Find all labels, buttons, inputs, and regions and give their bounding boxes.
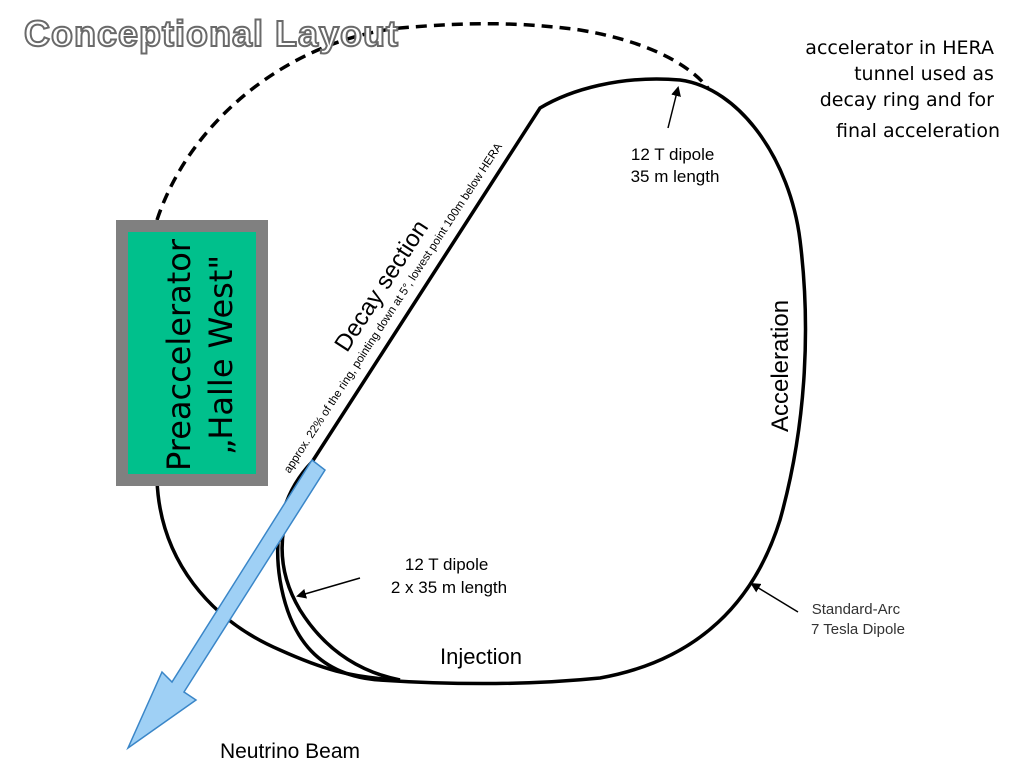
standard-arc-line2: 7 Tesla Dipole xyxy=(811,621,905,638)
neutrino-beam-label: Neutrino Beam xyxy=(220,740,360,763)
dipole-top-label: 12 T dipole 35 m length xyxy=(631,145,720,186)
dipole-top-line2: 35 m length xyxy=(631,167,720,186)
hera-note-line-1: accelerator in HERA xyxy=(805,37,994,59)
hera-note-line-2: tunnel used as xyxy=(854,63,994,85)
title: Conceptional Layout xyxy=(24,13,399,54)
dipole-bottom-line2: 2 x 35 m length xyxy=(391,578,507,597)
decay-section-note: approx. 22% of the ring, pointing down a… xyxy=(282,141,505,475)
hera-note-line-3: decay ring and for xyxy=(820,89,994,111)
hera-note: accelerator in HERA tunnel used as decay… xyxy=(805,37,1000,142)
preaccelerator-label-line2: „Halle West" xyxy=(202,255,240,455)
injection-label: Injection xyxy=(440,644,522,669)
preaccelerator-label-line1: Preaccelerator xyxy=(160,238,198,471)
acceleration-label: Acceleration xyxy=(767,300,794,432)
standard-arc-label: Standard-Arc 7 Tesla Dipole xyxy=(811,601,905,638)
standard-arc-pointer xyxy=(750,582,799,613)
standard-arc-line1: Standard-Arc xyxy=(812,601,901,618)
dipole-bottom-pointer xyxy=(296,577,361,599)
dipole-top-line1: 12 T dipole xyxy=(631,145,715,164)
hera-note-line-4: final acceleration xyxy=(836,120,1000,142)
dipole-bottom-label: 12 T dipole 2 x 35 m length xyxy=(391,555,507,597)
hera-ring-dashed-arc xyxy=(155,21,710,221)
decay-ring xyxy=(275,77,808,686)
preaccelerator-box xyxy=(116,220,268,486)
neutrino-beam-arrow xyxy=(126,458,327,751)
dipole-top-pointer xyxy=(667,86,681,129)
dipole-bottom-line1: 12 T dipole xyxy=(405,555,489,574)
